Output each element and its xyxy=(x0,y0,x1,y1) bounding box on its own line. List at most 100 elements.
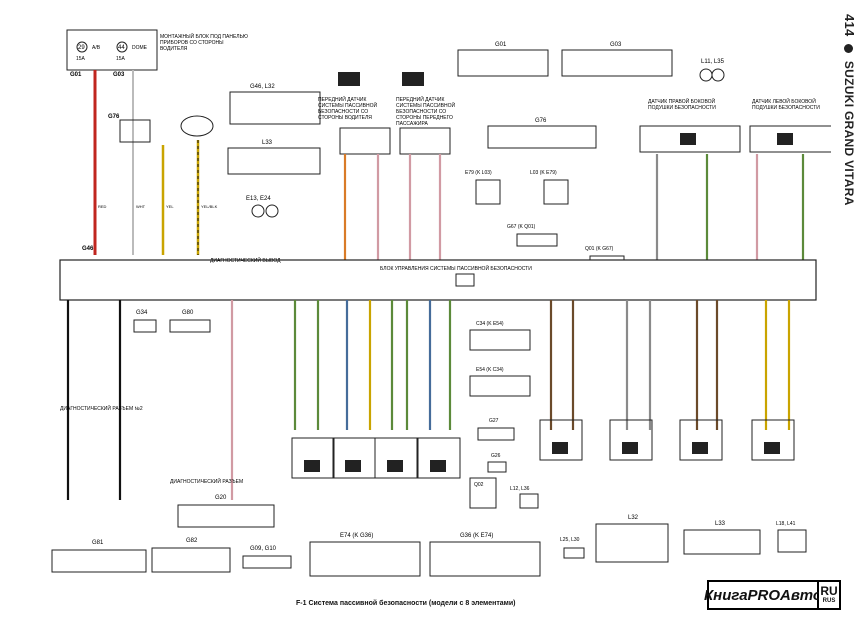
svg-text:G34: G34 xyxy=(136,310,148,316)
svg-text:L32: L32 xyxy=(628,515,639,521)
airbag-icon-7 xyxy=(764,442,780,454)
svg-text:G03: G03 xyxy=(610,42,622,48)
connector-c34: C34 (K E54) xyxy=(469,321,531,351)
bullet-icon xyxy=(843,44,853,54)
svg-text:G67 (K Q01): G67 (K Q01) xyxy=(507,224,536,230)
fuse-29 xyxy=(76,41,88,53)
svg-text:E79 (K L03): E79 (K L03) xyxy=(465,170,492,176)
connector-l11-l35: L11, L35 xyxy=(699,59,725,82)
svg-text:L03 (K E79): L03 (K E79) xyxy=(530,170,557,176)
connector-l18-l41: L18, L41 xyxy=(776,521,807,553)
sidebar-heading: 414 SUZUKI GRAND VITARA xyxy=(842,14,857,206)
diag-connector-label: ДИАГНОСТИЧЕСКИЙ РАЗЪЕМ xyxy=(170,477,243,485)
wire-label-yel: YEL xyxy=(166,204,174,209)
fuse-44 xyxy=(116,41,128,53)
svg-text:G26: G26 xyxy=(491,453,501,459)
node-g03: G03 xyxy=(113,72,125,78)
svg-text:G01: G01 xyxy=(495,42,507,48)
svg-text:G27: G27 xyxy=(489,418,499,424)
connector-g80: G80 xyxy=(169,310,211,333)
connector-g20: G20 xyxy=(177,495,275,528)
connector-g26: G26 xyxy=(487,453,507,473)
connector-g67: G67 (K Q01) xyxy=(507,224,558,247)
diag-connector2-label: ДИАГНОСТИЧЕСКИЙ РАЗЪЕМ №2 xyxy=(60,404,143,412)
connector-g82: G82 xyxy=(151,538,231,573)
connector-g03: G03 xyxy=(561,42,673,77)
svg-text:E74 (K G36): E74 (K G36) xyxy=(340,533,373,539)
svg-text:C34 (K E54): C34 (K E54) xyxy=(476,321,504,327)
watermark-suffix: RU RUS xyxy=(819,580,841,610)
airbag-module-3 xyxy=(417,437,461,479)
wire-label-yelblk: YEL/BLK xyxy=(201,204,218,209)
connector-l03: L03 (K E79) xyxy=(530,170,569,205)
connector-l32: L32 xyxy=(595,515,669,563)
airbag-module-4 xyxy=(539,419,583,461)
connector-g01: G01 xyxy=(457,42,549,77)
svg-text:E13, E24: E13, E24 xyxy=(246,196,271,202)
airbag-module-6 xyxy=(679,419,723,461)
svg-text:G81: G81 xyxy=(92,540,104,546)
connector-e54: E54 (K C34) xyxy=(469,367,531,397)
svg-text:G82: G82 xyxy=(186,538,198,544)
connector-e79: E79 (K L03) xyxy=(465,170,501,205)
fuse-29-label: A/B xyxy=(92,45,101,51)
svg-text:L18, L41: L18, L41 xyxy=(776,521,796,527)
svg-text:G09, G10: G09, G10 xyxy=(250,546,277,552)
connector-e74: E74 (K G36) xyxy=(309,533,421,577)
connector-g36: G36 (K E74) xyxy=(429,533,541,577)
figure-caption: F-1 Система пассивной безопасности (моде… xyxy=(296,600,516,607)
connector-q02: Q02 xyxy=(469,477,497,509)
node-g76: G76 xyxy=(108,114,120,120)
connector-g09-g10: G09, G10 xyxy=(242,546,292,569)
svg-text:E54 (K C34): E54 (K C34) xyxy=(476,367,504,373)
page-sidebar: 414 SUZUKI GRAND VITARA xyxy=(831,0,861,626)
control-unit-module xyxy=(455,273,475,287)
connector-l33-bottom: L33 xyxy=(683,521,761,555)
watermark-logo: КнигаPROАвто xyxy=(703,580,823,610)
fuse-44-num: 44 xyxy=(118,45,125,51)
diag-output-label: ДИАГНОСТИЧЕСКИЙ ВЫВОД xyxy=(210,256,281,264)
connector-l25-l30: L25, L30 xyxy=(560,537,585,559)
airbag-module-5 xyxy=(609,419,653,461)
lower-wires xyxy=(66,300,791,500)
svg-text:L33: L33 xyxy=(262,140,273,146)
fuse-29-amp: 15A xyxy=(76,56,86,62)
airbag-modules xyxy=(291,419,795,479)
airbag-icon-1 xyxy=(345,460,361,472)
svg-text:Q02: Q02 xyxy=(474,482,484,488)
connector-g27: G27 xyxy=(477,418,515,441)
fuse-44-label: DOME xyxy=(132,45,148,51)
airbag-icon-0 xyxy=(304,460,320,472)
instrument-cluster xyxy=(180,115,214,137)
watermark-text: КнигаPROАвто xyxy=(703,586,823,604)
svg-text:L11, L35: L11, L35 xyxy=(701,59,725,65)
svg-text:Q01 (K G67): Q01 (K G67) xyxy=(585,246,614,252)
page-number: 414 xyxy=(842,14,857,37)
svg-text:G36 (K E74): G36 (K E74) xyxy=(460,533,493,539)
control-unit xyxy=(59,259,817,301)
connector-g34: G34 xyxy=(133,310,157,333)
svg-text:L33: L33 xyxy=(715,521,726,527)
svg-text:G76: G76 xyxy=(535,118,547,124)
fuse-44-amp: 15A xyxy=(116,56,126,62)
airbag-icon-5 xyxy=(622,442,638,454)
node-g46: G46 xyxy=(82,246,94,252)
airbag-icon-2 xyxy=(387,460,403,472)
wire-label-wht: WHT xyxy=(136,204,146,209)
watermark-rus: RUS xyxy=(822,598,836,604)
watermark-ru: RU xyxy=(820,584,838,598)
svg-text:G80: G80 xyxy=(182,310,194,316)
connector-g81: G81 xyxy=(51,540,147,573)
fuse-block xyxy=(66,29,158,71)
sensor-wires xyxy=(343,154,805,260)
fuse-29-num: 29 xyxy=(78,45,85,51)
